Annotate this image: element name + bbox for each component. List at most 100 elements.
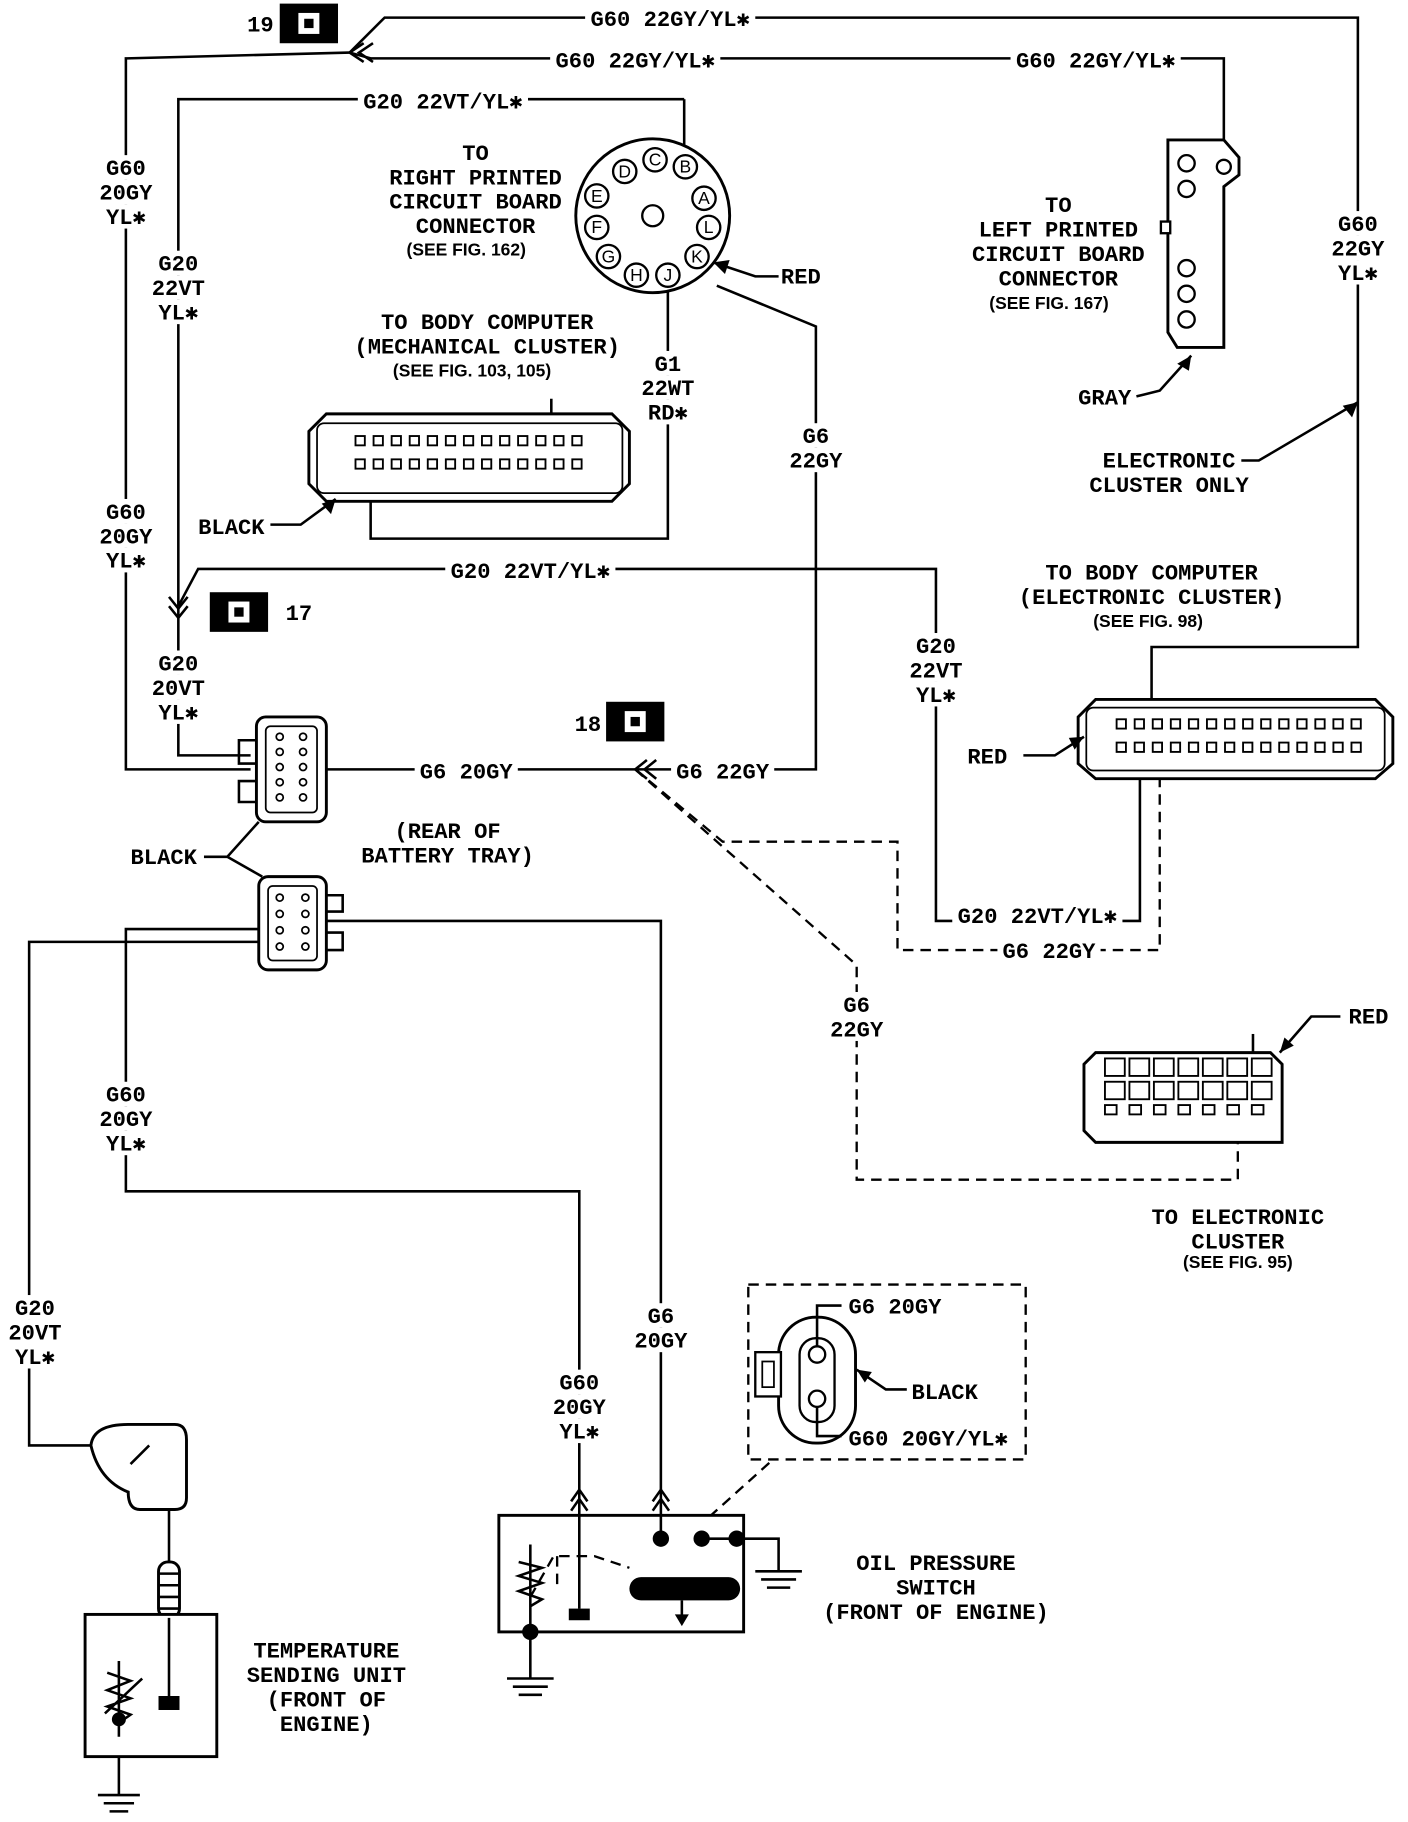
battery-tray-connector-upper <box>237 715 328 824</box>
wire-label-g60-top: G60 22GY/YL✱ <box>585 5 756 33</box>
wire-label-g60-left-b-line: YL✱ <box>106 550 146 575</box>
pin-label: J <box>664 265 673 285</box>
cavity <box>1250 1080 1273 1101</box>
mechanical-cluster-label-line: (MECHANICAL CLUSTER) <box>354 335 620 360</box>
cavity <box>1278 741 1290 753</box>
splice-18-icon: 18 <box>575 701 665 742</box>
cavity <box>462 458 475 470</box>
wire-label-g6-lower-line: G6 <box>648 1305 675 1330</box>
wire-label-g1-line: G1 <box>655 353 682 378</box>
wire-label-g20-right-line: G20 <box>916 635 956 660</box>
splice-19-arrow <box>347 42 374 63</box>
mechanical-cluster-label: TO BODY COMPUTER(MECHANICAL CLUSTER) <box>354 311 620 360</box>
electronic-body-computer-label-line: TO BODY COMPUTER <box>1045 561 1258 586</box>
cavity <box>1201 1080 1224 1101</box>
splice-19-icon: 19 <box>247 3 339 44</box>
cavity <box>481 458 493 470</box>
cavity <box>571 458 583 470</box>
electronic-body-computer-connector <box>1023 697 1395 781</box>
wire-label-g20-bottom: G20 22VT/YL✱ <box>952 903 1123 930</box>
wire-label-g60-second-line: G60 22GY/YL✱ <box>556 50 715 75</box>
inset-g60-label: G60 20GY/YL✱ <box>849 1427 1008 1452</box>
left-pcb-ref: (SEE FIG. 167) <box>989 293 1108 313</box>
cavity <box>1169 718 1182 730</box>
wire-lower-g6 <box>320 919 663 1516</box>
cavity <box>408 458 420 470</box>
electronic-cluster-label-line: TO ELECTRONIC <box>1152 1206 1325 1231</box>
pin-g <box>595 243 622 270</box>
battery-tray-label-line: BATTERY TRAY) <box>361 845 534 870</box>
cavity <box>1296 741 1308 753</box>
wire-label-g60-right-line: 22GY <box>1331 237 1385 262</box>
electronic-body-computer-label-line: (ELECTRONIC CLUSTER) <box>1019 586 1285 611</box>
wire-label-g6-dashed-v-line: 22GY <box>830 1018 884 1043</box>
pin-label: L <box>704 217 714 237</box>
pin-label: F <box>591 217 602 237</box>
electronic-cluster-connector <box>1082 1015 1341 1144</box>
wire-label-g20-left-a-line: G20 <box>158 253 198 278</box>
wire-label-g6-vertical-line: 22GY <box>789 450 843 475</box>
splice-17-arrow <box>168 596 189 620</box>
splice-18-arrow <box>633 759 658 780</box>
electronic-cluster-color: RED <box>1349 1005 1389 1030</box>
splice-17-label: 17 <box>286 602 313 627</box>
left-pcb-label-line: CONNECTOR <box>999 268 1119 293</box>
temperature-sending-unit-label-line: TEMPERATURE <box>253 1640 399 1665</box>
wire-g60-second <box>349 51 1226 158</box>
wire-label-g20-top-line: G20 22VT/YL✱ <box>363 91 522 116</box>
pin-a <box>691 185 717 212</box>
cavity <box>1314 718 1326 730</box>
cavity <box>372 435 384 447</box>
wire-label-g6-22gy-line: G6 22GY <box>676 761 770 786</box>
wire-label-g6-dashed-v-line: G6 <box>843 994 870 1019</box>
wire-label-g60-lower-line: G60 <box>106 1084 146 1109</box>
battery-tray-label-line: (REAR OF <box>394 820 500 845</box>
cavity <box>1177 1104 1191 1116</box>
pin-f <box>583 214 610 241</box>
right-pcb-label-line: CIRCUIT BOARD <box>389 191 562 216</box>
pin-b <box>672 153 699 180</box>
cavity <box>1226 1057 1249 1077</box>
cavity <box>1350 741 1362 753</box>
cavity <box>1104 1057 1126 1077</box>
right-pcb-label-line: RIGHT PRINTED <box>389 166 562 191</box>
battery-black-leader <box>203 820 263 878</box>
cavity <box>553 435 565 447</box>
cavity <box>390 458 402 470</box>
mechanical-cluster-connector <box>270 398 631 526</box>
cavity <box>1250 1104 1265 1116</box>
splice-17-icon: 17 <box>209 592 313 632</box>
electronic-only-leader <box>1241 401 1359 462</box>
left-pcb-label-line: TO <box>1045 194 1072 219</box>
pin-e <box>583 183 610 209</box>
cavity <box>1128 1080 1151 1101</box>
wire-label-g60-second-right-line: G60 22GY/YL✱ <box>1016 50 1175 75</box>
cavity <box>1201 1104 1216 1116</box>
cavity <box>426 435 439 447</box>
battery-tray-connector-lower <box>257 875 344 972</box>
wire-label-g20-left-b-line: 20VT <box>152 677 205 702</box>
splice-19-label: 19 <box>247 14 274 39</box>
cavity <box>553 458 565 470</box>
wire-label-g20-left-b-line: G20 <box>158 652 198 677</box>
pin-label: B <box>680 157 692 177</box>
temperature-sending-unit-label-line: ENGINE) <box>280 1713 373 1738</box>
cavity <box>1260 741 1272 753</box>
pin-label: K <box>691 246 703 266</box>
temperature-sending-unit-label-line: SENDING UNIT <box>247 1664 406 1689</box>
left-pcb-label-line: LEFT PRINTED <box>979 219 1138 244</box>
wire-label-g60-right-line: YL✱ <box>1338 262 1378 287</box>
cavity <box>1133 741 1145 753</box>
pin-label: E <box>591 186 603 206</box>
wire-label-g60-second-right: G60 22GY/YL✱ <box>1010 47 1181 75</box>
wire-label-g60-top-line: G60 22GY/YL✱ <box>591 8 750 33</box>
cavity <box>1128 1104 1143 1116</box>
